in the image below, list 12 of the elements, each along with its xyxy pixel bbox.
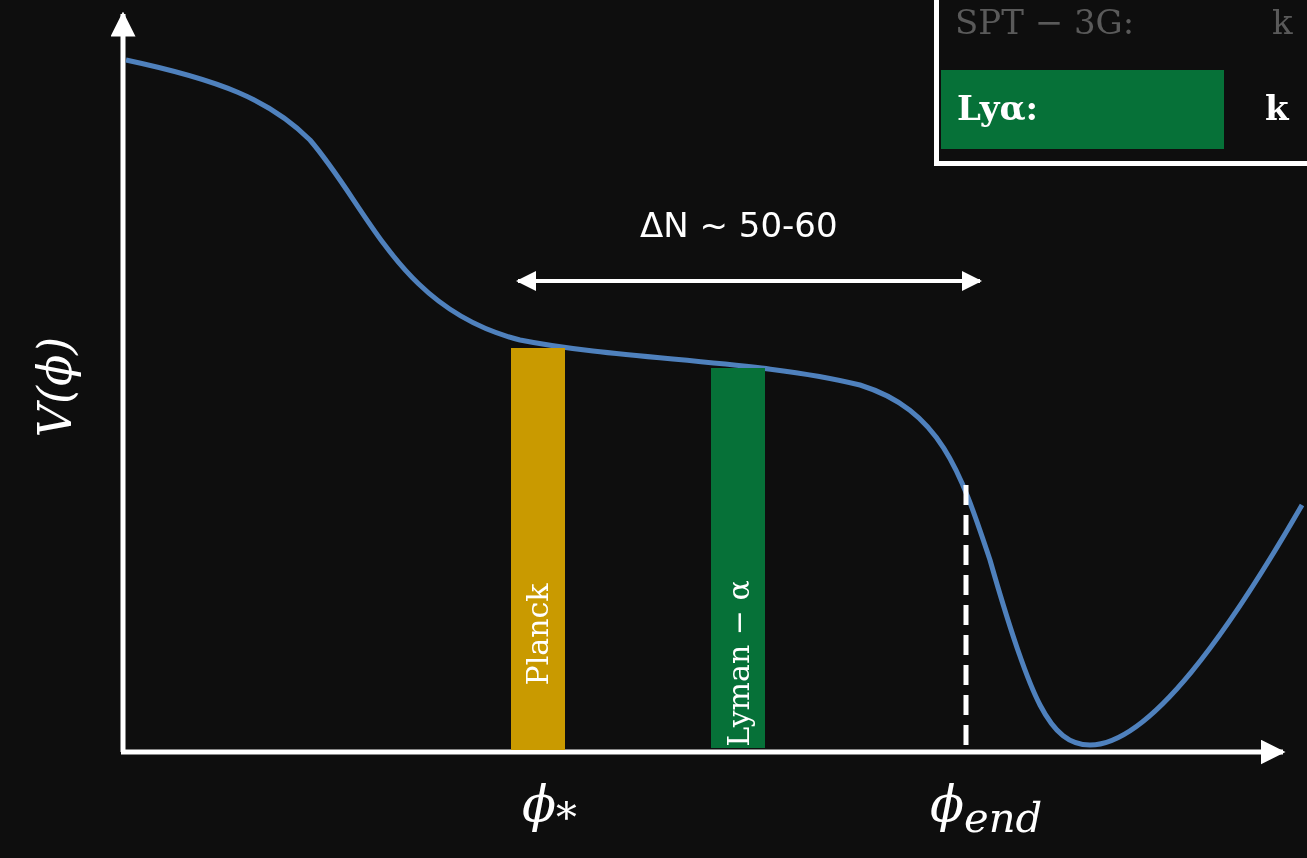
band (511, 348, 565, 750)
axis-title: V(ϕ) (28, 336, 83, 438)
axis-tick-label: ϕ$_{*}$ (522, 775, 577, 842)
range-label: ΔN ~ 50-60 (640, 205, 838, 245)
scale-label: k (1272, 2, 1293, 42)
axis-tick-label: ϕ$_{end}$ (930, 775, 1043, 842)
experiment-label: SPT − 3G: (955, 2, 1135, 42)
band-label: Planck (520, 583, 556, 685)
legend-value: k (1265, 88, 1289, 128)
legend-label: Lyα: (957, 88, 1039, 128)
band-label: Lyman − α (720, 579, 756, 747)
band (711, 368, 765, 748)
